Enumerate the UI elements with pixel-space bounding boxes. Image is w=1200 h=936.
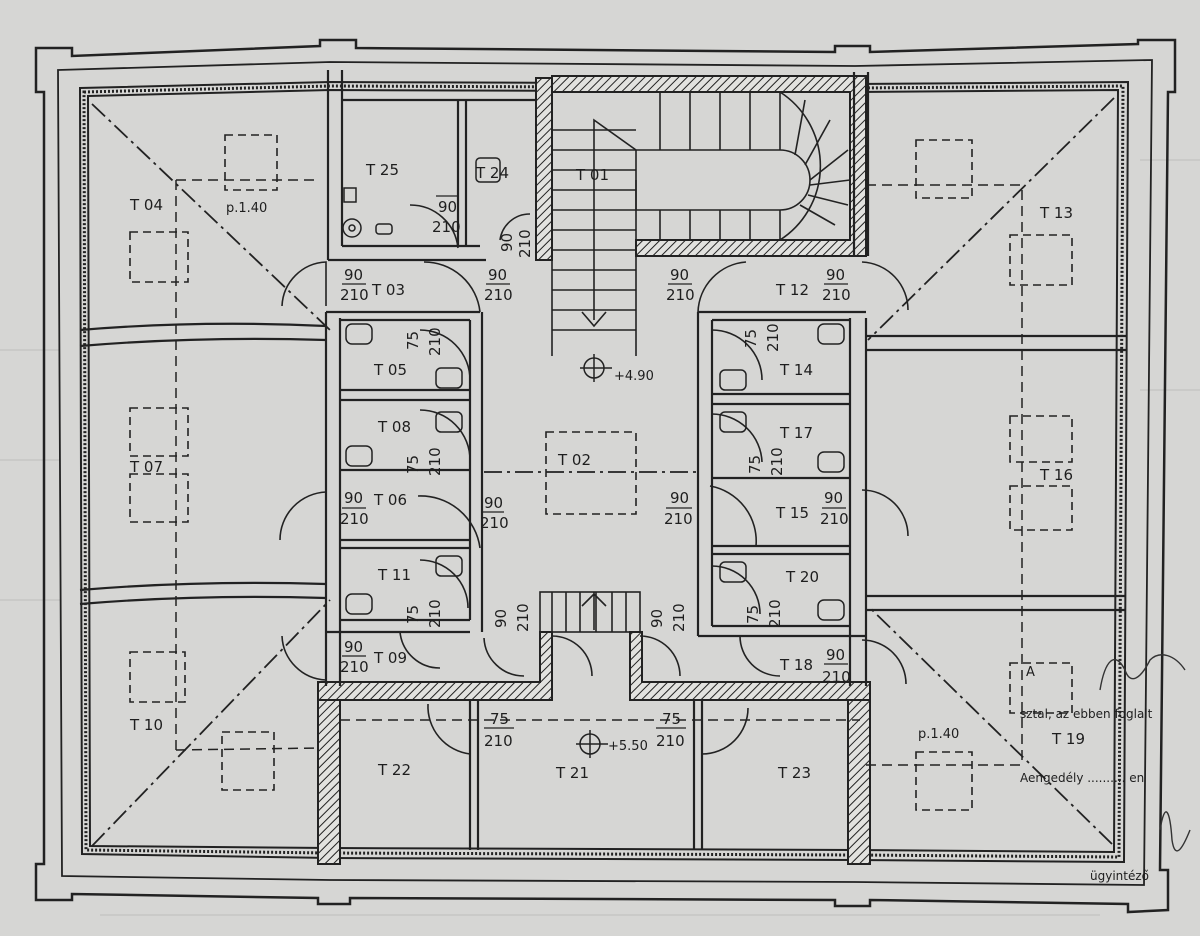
- room-label-t06: T 06: [373, 491, 407, 509]
- parapet-note-left: p.1.40: [226, 201, 267, 216]
- roof-windows: [129, 134, 1073, 811]
- background-sheet-lines: [0, 159, 1200, 916]
- door-swings: [279, 204, 909, 755]
- room-label-t05: T 05: [373, 361, 407, 379]
- room-label-t25: T 25: [365, 161, 399, 179]
- door-dim-width: 75: [662, 710, 681, 728]
- room-label-t07: T 07: [129, 458, 163, 476]
- door-dim-width: 90: [438, 198, 457, 216]
- door-dim-height: 210: [480, 514, 509, 532]
- door-dim-width: 90: [648, 609, 666, 628]
- door-dim-height: 210: [514, 603, 532, 632]
- room-label-t11: T 11: [377, 566, 411, 584]
- room-label-t13: T 13: [1039, 204, 1073, 222]
- room-label-t21: T 21: [555, 764, 589, 782]
- door-dim-width: 90: [344, 489, 363, 507]
- room-label-t24: T 24: [475, 164, 509, 182]
- door-dimensions: 90 210 90 210 90 210 90 210 90 210 90 21…: [340, 198, 851, 750]
- door-dim-width: 75: [746, 455, 764, 474]
- door-dim-height: 210: [768, 447, 786, 476]
- door-dim-height: 210: [666, 286, 695, 304]
- room-label-t14: T 14: [779, 361, 813, 379]
- door-dim-width: 90: [670, 489, 689, 507]
- axis-lines: [175, 179, 1023, 766]
- exterior-wall-fill: [82, 84, 1125, 859]
- dimension-bars: [342, 195, 848, 729]
- door-dim-height: 210: [484, 286, 513, 304]
- exterior-wall: [78, 80, 1130, 864]
- room-label-t09: T 09: [373, 649, 407, 667]
- room-label-t15: T 15: [775, 504, 809, 522]
- room-label-t18: T 18: [779, 656, 813, 674]
- hip-lines: [91, 97, 1115, 847]
- door-dim-width: 75: [404, 331, 422, 350]
- door-dim-height: 210: [664, 510, 693, 528]
- door-dim-width: 90: [826, 646, 845, 664]
- door-dim-height: 210: [766, 599, 784, 628]
- door-dim-height: 210: [516, 229, 534, 258]
- door-dim-width: 75: [490, 710, 509, 728]
- door-dim-height: 210: [432, 218, 461, 236]
- room-label-t08: T 08: [377, 418, 411, 436]
- door-dim-width: 90: [484, 494, 503, 512]
- margin-note-2: Aengedély .......... en: [1020, 771, 1144, 785]
- margin-note-3: ügyintéző: [1090, 869, 1149, 883]
- door-dim-height: 210: [426, 599, 444, 628]
- door-dim-height: 210: [656, 732, 685, 750]
- handwritten-signature: [1099, 654, 1191, 852]
- door-dim-height: 210: [340, 286, 369, 304]
- room-labels: T 01 T 02 T 03 T 04 T 05 T 06 T 07 T 08 …: [129, 161, 1085, 782]
- door-dimensions-vertical: 75 210 75 210 75 210 75 210 75 210 75 21…: [404, 229, 786, 632]
- door-dim-height: 210: [426, 327, 444, 356]
- outer-cornice: [34, 38, 1177, 914]
- door-dim-width: 90: [670, 266, 689, 284]
- level-markers: [576, 354, 612, 758]
- door-dim-width: 75: [404, 455, 422, 474]
- room-label-t17: T 17: [779, 424, 813, 442]
- door-dim-width: 90: [488, 266, 507, 284]
- door-dim-height: 210: [426, 447, 444, 476]
- stamp-letter: A: [1026, 665, 1035, 680]
- door-dim-height: 210: [764, 323, 782, 352]
- door-dim-width: 90: [826, 266, 845, 284]
- door-dim-width: 90: [344, 638, 363, 656]
- parapet-notes: p.1.40 p.1.40: [226, 201, 959, 742]
- door-dim-width: 75: [404, 605, 422, 624]
- level-values: +4.90 +5.50: [608, 369, 654, 754]
- parapet-note-right: p.1.40: [918, 727, 959, 742]
- door-dim-width: 90: [498, 233, 516, 252]
- door-dim-width: 75: [742, 329, 760, 348]
- door-dim-height: 210: [340, 658, 369, 676]
- door-dim-height: 210: [340, 510, 369, 528]
- room-label-t12: T 12: [775, 281, 809, 299]
- margin-note-1: sztal, az ebben foglalt: [1020, 707, 1153, 721]
- room-label-t10: T 10: [129, 716, 163, 734]
- door-dim-height: 210: [822, 286, 851, 304]
- room-label-t02: T 02: [557, 451, 591, 469]
- room-label-t04: T 04: [129, 196, 163, 214]
- room-label-t19: T 19: [1051, 730, 1085, 748]
- door-dim-height: 210: [820, 510, 849, 528]
- staircase: [539, 91, 851, 633]
- interior-walls: [79, 70, 1126, 850]
- room-label-t23: T 23: [777, 764, 811, 782]
- room-label-t03: T 03: [371, 281, 405, 299]
- door-dim-width: 75: [744, 605, 762, 624]
- door-dim-width: 90: [824, 489, 843, 507]
- room-label-t20: T 20: [785, 568, 819, 586]
- door-dim-height: 210: [484, 732, 513, 750]
- room-label-t16: T 16: [1039, 466, 1073, 484]
- margin-notes: sztal, az ebben foglalt Aengedély ......…: [1020, 654, 1191, 883]
- level-upper: +4.90: [614, 369, 654, 384]
- sanitary-fixtures: [342, 157, 845, 621]
- room-label-t01: T 01: [575, 166, 609, 184]
- room-label-t22: T 22: [377, 761, 411, 779]
- door-dim-width: 90: [492, 609, 510, 628]
- door-dim-height: 210: [670, 603, 688, 632]
- door-dim-height: 210: [822, 668, 851, 686]
- level-lower: +5.50: [608, 739, 648, 754]
- door-dim-width: 90: [344, 266, 363, 284]
